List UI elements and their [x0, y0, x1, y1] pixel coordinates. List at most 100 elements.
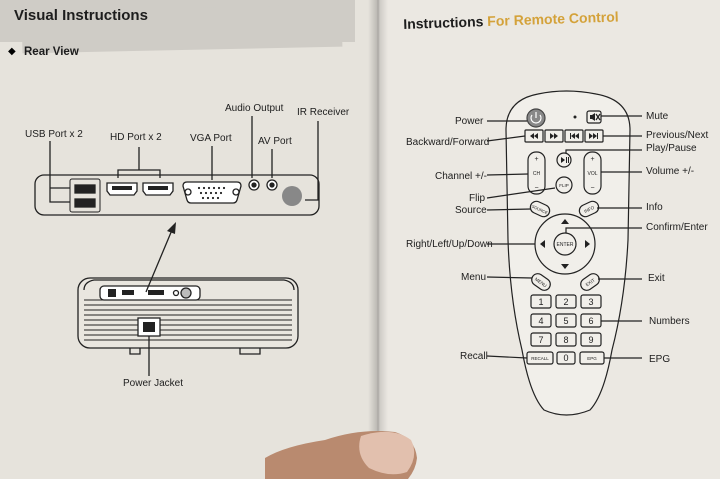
menu-button: [531, 273, 551, 291]
key-1: [530, 294, 552, 309]
previous-button: [564, 129, 584, 143]
rear-view-subtitle: Rear View: [24, 46, 79, 58]
enter-button: [553, 232, 577, 256]
key-3-text: 3: [588, 297, 593, 307]
key-3: [580, 294, 602, 309]
label-power: Power: [455, 116, 484, 127]
label-menu: Menu: [461, 272, 487, 283]
info-text: INFO: [583, 205, 595, 214]
vol-minus: −: [590, 185, 594, 192]
indicator-led: [573, 115, 577, 119]
key-0: [556, 351, 576, 365]
leader-play-pause: [565, 149, 642, 153]
thumb: [265, 431, 417, 479]
label-channel: Channel +/-: [435, 171, 487, 182]
label-confirm: Confirm/Enter: [646, 222, 708, 233]
book-gutter: [368, 0, 388, 479]
key-9: [580, 332, 602, 347]
remote-outline: [505, 90, 631, 416]
leader-menu: [486, 276, 533, 279]
leader-ir: [305, 121, 319, 201]
ch-plus: +: [534, 156, 538, 163]
flip-text: FLIP: [559, 183, 569, 188]
label-recall: Recall: [460, 351, 488, 362]
usb-port-1: [74, 184, 96, 194]
label-exit: Exit: [648, 273, 665, 284]
label-power-jacket: Power Jacket: [123, 378, 184, 389]
key-1-text: 1: [538, 297, 543, 307]
volume-rocker: [583, 151, 602, 195]
label-mute: Mute: [646, 111, 669, 122]
label-hd-port: HD Port x 2: [110, 132, 162, 143]
fast-forward-icon: [550, 133, 558, 139]
label-usb-port: USB Port x 2: [25, 129, 83, 140]
bullet-icon: ◆: [8, 46, 16, 57]
ir-receiver-window: [282, 186, 302, 206]
key-2: [555, 294, 577, 309]
key-7: [530, 332, 552, 347]
key-7-text: 7: [538, 335, 543, 345]
key-4-text: 4: [538, 316, 543, 326]
label-av-port: AV Port: [258, 136, 292, 147]
source-button: [529, 200, 551, 218]
label-epg: EPG: [649, 354, 671, 365]
arrow-right-icon: [585, 240, 590, 248]
leader-hd: [117, 147, 161, 178]
arrow-up-icon: [561, 219, 569, 224]
power-icon: [530, 112, 542, 124]
mute-icon: [590, 113, 601, 121]
play-pause-icon: [561, 157, 569, 163]
rear-panel-outline: [34, 174, 320, 216]
play-pause-button: [556, 152, 572, 168]
label-numbers: Numbers: [649, 316, 690, 327]
vol-label: VOL: [587, 171, 597, 177]
usb-port-2: [74, 198, 96, 208]
label-info: Info: [646, 202, 663, 213]
key-9-text: 9: [588, 335, 593, 345]
enter-text: ENTER: [557, 242, 574, 248]
rear-view-diagram: [34, 116, 320, 376]
leader-usb: [49, 141, 70, 203]
vol-plus: +: [590, 156, 594, 163]
channel-rocker: [527, 151, 546, 195]
left-page: [0, 0, 378, 479]
vga-port: [182, 181, 242, 204]
label-play-pause: Play/Pause: [646, 143, 697, 154]
exit-text: EXIT: [585, 277, 596, 287]
leader-channel: [486, 173, 529, 176]
label-nav: Right/Left/Up/Down: [406, 239, 493, 250]
label-audio-output: Audio Output: [225, 103, 284, 114]
info-button: [578, 200, 600, 218]
key-8-text: 8: [563, 335, 568, 345]
usb-port-block: [69, 178, 101, 213]
arrow-left-icon: [540, 240, 545, 248]
label-volume: Volume +/-: [646, 166, 695, 177]
previous-icon: [570, 133, 579, 139]
label-flip: Flip: [469, 193, 486, 204]
exit-button: [580, 273, 600, 291]
ch-minus: −: [534, 185, 538, 192]
label-prev-next: Previous/Next: [646, 130, 709, 141]
fast-forward-button: [544, 129, 564, 143]
arrow-rear-zoom: [145, 229, 173, 293]
label-ir-receiver: IR Receiver: [297, 107, 350, 118]
key-0-text: 0: [563, 353, 568, 363]
leader-source: [486, 208, 532, 211]
leader-recall: [486, 355, 528, 359]
source-text: SOURCE: [531, 204, 549, 216]
mute-button: [586, 110, 602, 124]
key-4: [530, 313, 552, 328]
epg-text: EPG: [587, 356, 597, 361]
rewind-icon: [530, 133, 538, 139]
leader-backward-forward: [486, 135, 526, 142]
leader-confirm: [565, 227, 642, 233]
leader-flip: [486, 187, 556, 199]
key-8: [555, 332, 577, 347]
ch-label: CH: [533, 171, 541, 177]
recall-text: RECALL: [531, 356, 549, 361]
key-2-text: 2: [563, 297, 568, 307]
menu-text: MENU: [534, 277, 548, 289]
page-title-visual-instructions: Visual Instructions: [14, 7, 148, 24]
